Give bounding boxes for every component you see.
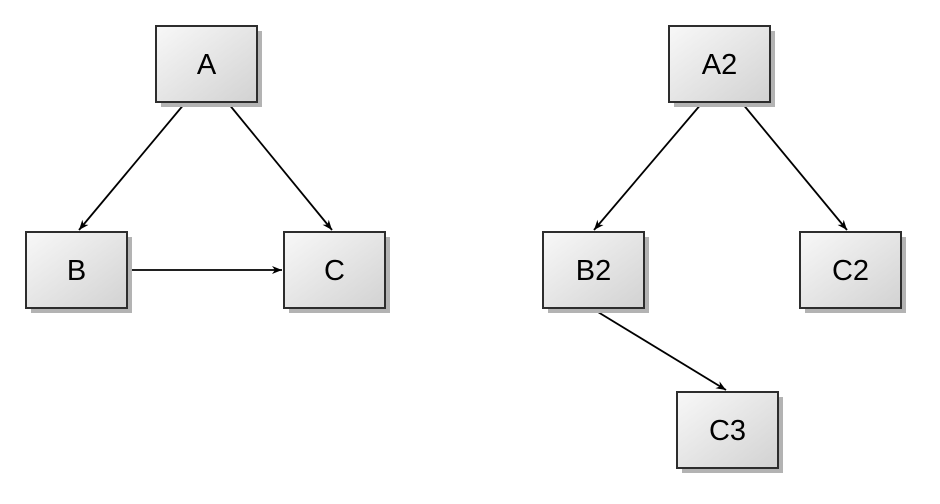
node-label-C3: C3 bbox=[709, 415, 746, 447]
node-box-C bbox=[283, 231, 386, 309]
node-label-B: B bbox=[67, 255, 86, 287]
edge-A-C bbox=[227, 102, 333, 231]
node-B2: B2 bbox=[542, 231, 649, 313]
node-C3: C3 bbox=[676, 391, 783, 473]
edge-B2-C3 bbox=[592, 308, 727, 391]
node-label-A2: A2 bbox=[702, 49, 737, 81]
node-label-C: C bbox=[324, 255, 345, 287]
node-label-A: A bbox=[197, 49, 217, 81]
node-label-B2: B2 bbox=[576, 255, 611, 287]
node-A: A bbox=[155, 25, 262, 107]
node-C2: C2 bbox=[799, 231, 906, 313]
node-B: B bbox=[25, 231, 132, 313]
node-label-C2: C2 bbox=[832, 255, 869, 287]
edge-A-B bbox=[78, 102, 186, 231]
node-box-A2 bbox=[668, 25, 771, 103]
node-box-B bbox=[25, 231, 128, 309]
edges-layer bbox=[78, 102, 848, 391]
node-box-B2 bbox=[542, 231, 645, 309]
node-box-C2 bbox=[799, 231, 902, 309]
node-C: C bbox=[283, 231, 390, 313]
edge-A2-C2 bbox=[741, 102, 848, 231]
node-A2: A2 bbox=[668, 25, 775, 107]
node-box-A bbox=[155, 25, 258, 103]
node-box-C3 bbox=[676, 391, 779, 469]
edge-A2-B2 bbox=[593, 102, 703, 231]
